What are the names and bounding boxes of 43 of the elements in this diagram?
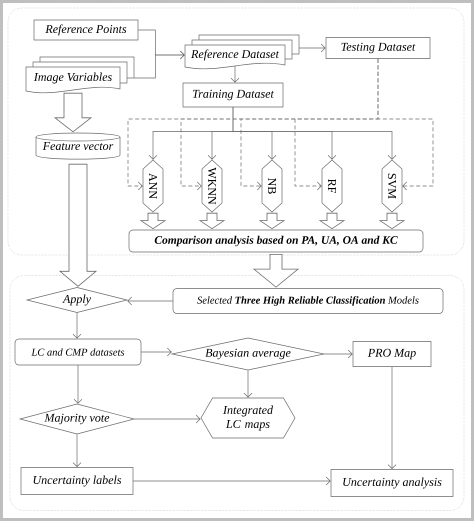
dotted-panel xyxy=(8,8,464,256)
rounded-box: Selected Three High Reliable Classification Models xyxy=(172,288,444,314)
classifier-hexagon: NB xyxy=(262,160,282,212)
classifier-hexagon: SVM xyxy=(382,160,402,212)
process-box: Uncertainty analysis xyxy=(330,469,454,497)
document-stack: Reference Dataset xyxy=(184,34,300,70)
arrow xyxy=(232,107,396,160)
process-box: Training Dataset xyxy=(182,82,284,108)
arrow xyxy=(324,350,353,358)
document-stack: Image Variables xyxy=(26,56,134,94)
arrow xyxy=(230,66,240,83)
process-box: PRO Map xyxy=(352,341,432,367)
classifier-hexagon: RF xyxy=(322,160,342,212)
block-arrow xyxy=(378,212,406,230)
arrow xyxy=(74,365,82,404)
arrow xyxy=(72,434,82,468)
arrow xyxy=(134,50,185,78)
process-box: Reference Points xyxy=(34,20,138,40)
arrow xyxy=(127,296,173,306)
block-arrow xyxy=(198,212,226,230)
block-arrow xyxy=(258,212,286,230)
process-box: Uncertainty labels xyxy=(20,467,134,495)
arrow xyxy=(388,366,396,470)
process-box: Testing Dataset xyxy=(326,37,430,59)
classifier-hexagon: ANN xyxy=(142,160,164,212)
database-cylinder: Feature vector xyxy=(36,132,120,160)
hexagon-box: Integrated LC maps xyxy=(200,398,296,438)
arrow xyxy=(133,476,331,486)
block-arrow xyxy=(252,254,300,288)
arrow xyxy=(72,312,82,339)
arrow xyxy=(298,44,326,52)
rounded-box: LC and CMP datasets xyxy=(14,338,142,366)
arrow xyxy=(134,414,201,424)
dashed-arrow xyxy=(378,58,434,190)
dotted-panel xyxy=(10,275,464,511)
block-arrow xyxy=(140,212,166,230)
arrow xyxy=(244,370,252,398)
block-arrow xyxy=(318,212,346,230)
arrow xyxy=(141,348,172,356)
block-arrow xyxy=(58,164,98,287)
rounded-box: Comparison analysis based on PA, UA, OA and KC xyxy=(128,230,424,252)
block-arrow xyxy=(54,92,92,132)
classifier-hexagon: WKNN xyxy=(202,160,222,212)
